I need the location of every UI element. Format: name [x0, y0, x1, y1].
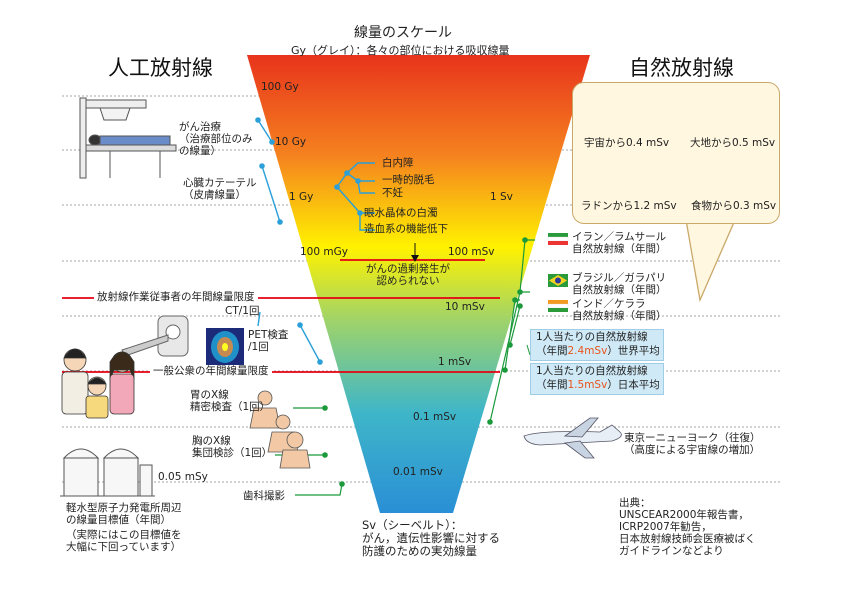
- dental-label: 歯科撮影: [243, 490, 285, 502]
- tick-1gy: 1 Gy: [289, 191, 314, 203]
- earth-label: 大地から0.5 mSv: [690, 137, 776, 149]
- page-subtitle: Gy（グレイ）：各々の部位における吸収線量: [291, 44, 510, 57]
- chest-xray-label: 胸のX線 集団検診（1回）: [192, 435, 273, 460]
- world-average-box: [530, 329, 664, 361]
- sv-definition: Sv（シーベルト）： がん，遺伝性影響に対する 防護のための実効線量: [362, 518, 500, 559]
- effect-cataract: 白内障: [382, 157, 414, 169]
- plant-note: （実際にはこの目標値を 大幅に下回っています）: [66, 529, 182, 554]
- effect-connectors: [257, 119, 375, 363]
- tick-10gy: 10 Gy: [275, 136, 307, 148]
- world-average-line2: （年間2.4mSv）世界平均: [536, 345, 660, 357]
- natural-panel-pointer: [685, 219, 736, 303]
- family-illustration: [61, 348, 135, 419]
- tick-001msv: 0.01 mSv: [393, 466, 443, 478]
- power-plant-illustration: [60, 448, 155, 497]
- therapy-illustration: [79, 97, 177, 179]
- stomach-xray-label: 胃のX線 精密検査（1回）: [190, 389, 271, 414]
- plant-label: 軽水型原子力発電所周辺 の線量目標値（年間）: [66, 502, 182, 527]
- page-title: 線量のスケール: [354, 25, 452, 41]
- brazil-label: ブラジル／ガラパリ 自然放射線（年間）: [572, 272, 667, 297]
- tick-005msv: 0.05 mSy: [158, 471, 208, 483]
- japan-average-line1: 1人当たりの自然放射線: [536, 365, 648, 377]
- ct-illustration: [121, 315, 189, 357]
- cancer-therapy-label: がん治療 （治療部位のみ の線量）: [179, 121, 253, 158]
- tick-100msv: 100 mSv: [448, 246, 495, 258]
- artificial-heading: 人工放射線: [108, 56, 213, 80]
- effect-hematopoietic: 造血系の機能低下: [364, 223, 448, 235]
- natural-heading: 自然放射線: [629, 56, 734, 80]
- airplane-illustration: [523, 417, 622, 459]
- japan-average-line2: （年間1.5mSv）日本平均: [536, 379, 660, 391]
- brazil-flag-icon: [548, 274, 568, 287]
- tick-1msv: 1 mSv: [438, 356, 472, 368]
- cardiac-cath-label: 心臓カテーテル （皮膚線量）: [183, 177, 257, 202]
- tick-10msv: 10 mSv: [445, 301, 485, 313]
- world-average-value: 2.4mSv: [567, 345, 608, 357]
- india-flag-icon: [547, 300, 569, 312]
- iran-label: イラン／ラムサール 自然放射線（年間）: [572, 231, 667, 256]
- effect-hair-loss: 一時的脱毛: [382, 174, 435, 186]
- japan-average-value: 1.5mSv: [567, 379, 608, 391]
- tick-100gy: 100 Gy: [261, 81, 299, 93]
- effect-lens-opacity: 眼水晶体の白濁: [364, 207, 438, 219]
- food-label: 食物から0.3 mSv: [691, 200, 777, 212]
- flight-label: 東京ーニューヨーク（往復） （高度による宇宙線の増加）: [624, 432, 761, 457]
- natural-sources-panel: [572, 82, 780, 224]
- cancer-note: がんの過剰発生が 認められない: [366, 263, 450, 288]
- cosmic-label: 宇宙から0.4 mSv: [584, 137, 670, 149]
- source-note: 出典： UNSCEAR2000年報告書， ICRP2007年勧告， 日本放射線技…: [619, 497, 756, 558]
- public-limit-label: 一般公衆の年間線量限度: [150, 365, 272, 378]
- iran-flag-icon: [547, 233, 569, 245]
- ct-label: CT/1回: [225, 305, 260, 317]
- japan-average-box: [530, 363, 664, 395]
- tick-100mgy: 100 mGy: [300, 246, 348, 258]
- tick-01msv: 0.1 mSv: [413, 411, 457, 423]
- xray-people-illustration: [249, 390, 311, 469]
- india-label: インド／ケララ 自然放射線（年間）: [572, 298, 667, 323]
- worker-limit-label: 放射線作業従事者の年間線量限度: [94, 291, 258, 304]
- tick-1sv: 1 Sv: [490, 191, 513, 203]
- pet-label: PET検査 /1回: [248, 329, 289, 354]
- radon-label: ラドンから1.2 mSv: [581, 200, 677, 212]
- world-average-line1: 1人当たりの自然放射線: [536, 331, 648, 343]
- dose-funnel: [247, 55, 590, 513]
- effect-sterility: 不妊: [382, 187, 403, 199]
